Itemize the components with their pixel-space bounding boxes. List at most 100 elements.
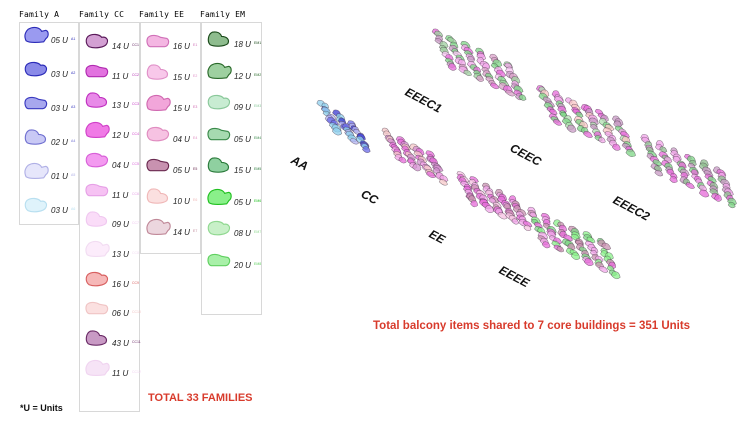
family-code: A3 <box>71 105 76 109</box>
unit-count: 13 U <box>112 101 129 111</box>
unit-count: 08 U <box>234 229 251 238</box>
unit-count: 12 U <box>112 131 129 141</box>
balcony-mark <box>475 75 484 82</box>
unit-count: 06 U <box>112 309 129 319</box>
balcony-shape-family-cc-10 <box>85 302 109 315</box>
balcony-shape-family-cc-4 <box>85 121 110 139</box>
balcony-shape-family-ee-1 <box>146 34 170 48</box>
balcony-shape-family-ee-6 <box>146 188 169 204</box>
balcony-mark <box>518 94 527 101</box>
balcony-shape-family-a-1 <box>24 26 49 44</box>
unit-count: 02 U <box>51 138 68 147</box>
balcony-shape-family-cc-9 <box>85 271 109 286</box>
balcony-shape-family-cc-1 <box>85 33 109 49</box>
balcony-mark <box>575 111 584 118</box>
family-em-title: Family EM <box>200 10 246 19</box>
family-code: CC5 <box>132 161 140 166</box>
family-code: E6 <box>193 198 198 202</box>
family-code: CC3 <box>132 102 140 107</box>
unit-count: 13 U <box>112 249 129 259</box>
family-code: CC9 <box>132 280 140 285</box>
family-code: EM3 <box>254 104 262 108</box>
family-code: E7 <box>193 229 198 233</box>
balcony-mark <box>698 189 710 198</box>
unit-count: 12 U <box>234 71 251 81</box>
balcony-shape-family-ee-4 <box>146 126 170 142</box>
balcony-mark <box>484 205 494 214</box>
family-ee-column <box>140 22 201 254</box>
unit-count: 43 U <box>112 339 129 348</box>
balcony-shape-family-em-5 <box>207 157 230 173</box>
balcony-mark <box>523 224 532 232</box>
unit-count: 14 U <box>173 228 190 237</box>
balcony-shape-family-cc-5 <box>85 152 109 168</box>
unit-count: 11 U <box>112 71 129 81</box>
balcony-shape-family-em-2 <box>207 62 232 79</box>
balcony-shape-family-cc-6 <box>85 183 109 196</box>
balcony-shape-family-em-7 <box>207 220 231 236</box>
family-code: EM6 <box>254 198 262 203</box>
family-code: E2 <box>193 74 198 78</box>
balcony-mark <box>349 138 359 145</box>
balcony-mark <box>332 127 343 136</box>
balcony-shape-family-em-8 <box>207 253 231 266</box>
building-cluster-eeee <box>527 206 621 280</box>
building-cluster-eeec2 <box>640 134 737 209</box>
family-code: E1 <box>193 43 198 47</box>
balcony-shape-family-ee-2 <box>146 64 169 80</box>
balcony-shape-family-a-3 <box>24 96 48 110</box>
family-cc-title: Family CC <box>79 10 125 19</box>
balcony-mark <box>566 124 577 133</box>
balcony-mark <box>412 163 422 172</box>
unit-count: 05 U <box>173 166 190 175</box>
family-code: EM5 <box>254 167 262 171</box>
balcony-mark <box>398 156 407 164</box>
building-cluster-ceec <box>536 85 636 158</box>
unit-count: 05 U <box>234 197 251 207</box>
family-code: EM1 <box>254 41 262 45</box>
balcony-mark <box>552 119 563 126</box>
family-code: E4 <box>193 136 198 140</box>
balcony-mark <box>497 212 508 220</box>
family-code: A2 <box>71 71 76 75</box>
balcony-mark <box>463 69 472 77</box>
balcony-shape-family-a-2 <box>24 61 48 77</box>
balcony-shape-family-em-1 <box>207 31 230 47</box>
balcony-mark <box>529 211 537 218</box>
family-code: CC8 <box>132 250 140 255</box>
family-code: CC7 <box>132 221 140 226</box>
unit-count: 05 U <box>51 36 68 45</box>
balcony-mark <box>511 218 519 225</box>
family-code: EM4 <box>254 135 262 140</box>
unit-count: 09 U <box>234 103 251 112</box>
balcony-mark <box>654 169 664 177</box>
unit-count: 16 U <box>173 42 190 51</box>
balcony-mark <box>489 82 500 90</box>
unit-count: 05 U <box>234 134 251 144</box>
balcony-shape-family-ee-3 <box>146 94 171 112</box>
balcony-shape-family-cc-3 <box>85 92 108 109</box>
balcony-shape-family-a-6 <box>24 197 48 213</box>
family-code: CC10 <box>132 310 141 315</box>
balcony-mark <box>556 246 565 253</box>
unit-count: 16 U <box>112 279 129 289</box>
balcony-mark <box>698 184 708 192</box>
balcony-mark <box>466 55 475 63</box>
balcony-mark <box>505 89 516 97</box>
balcony-mark <box>541 241 551 249</box>
balcony-mark <box>549 108 558 116</box>
balcony-mark <box>611 143 621 151</box>
balcony-mark <box>522 220 533 228</box>
family-code: E3 <box>193 105 198 109</box>
unit-count: 09 U <box>112 220 129 230</box>
balcony-shape-family-a-5 <box>24 162 49 180</box>
family-code: A6 <box>71 207 76 211</box>
unit-count: 18 U <box>234 40 251 49</box>
balcony-shape-family-cc-2 <box>85 64 109 77</box>
balcony-mark <box>653 165 663 172</box>
unit-count: 14 U <box>112 42 129 51</box>
balcony-mark <box>610 271 621 280</box>
family-code: EM2 <box>254 72 262 77</box>
balcony-mark <box>426 171 436 179</box>
balcony-mark <box>598 266 609 273</box>
